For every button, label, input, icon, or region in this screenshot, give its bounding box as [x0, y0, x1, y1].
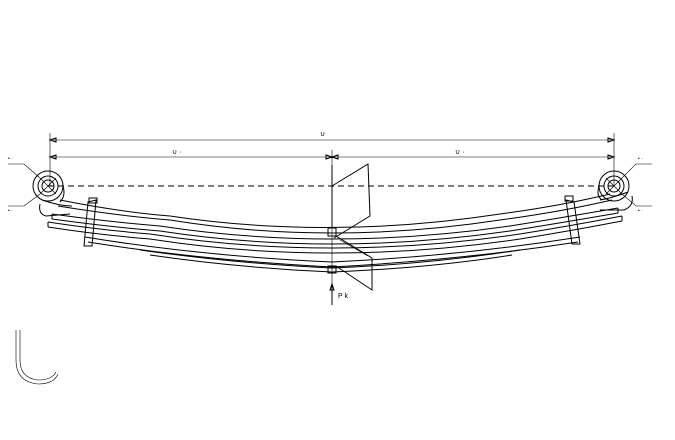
left-eye [32, 170, 65, 203]
eye-right-top-label: • · [638, 156, 643, 162]
right-clip [564, 195, 581, 245]
right-eye [597, 170, 630, 202]
left-half-length-label: ∪ · [172, 149, 181, 156]
eye-left-bottom-label: • · [8, 208, 13, 214]
eye-right-bottom-label: • · [638, 208, 643, 214]
overall-length-label: ∪ [320, 131, 325, 138]
left-leaders: • · • · [8, 156, 59, 385]
center-mark-label: · [358, 268, 360, 274]
load-arrow: P k [329, 282, 348, 305]
load-label: P k [338, 293, 348, 300]
right-leaders: • · • · [621, 156, 652, 214]
eye-left-top-label: • · [8, 156, 13, 162]
left-clip [83, 197, 98, 247]
right-half-length-label: ∪ · [455, 149, 464, 156]
center-clamp: · [327, 163, 373, 291]
spring-leaves [39, 191, 633, 273]
